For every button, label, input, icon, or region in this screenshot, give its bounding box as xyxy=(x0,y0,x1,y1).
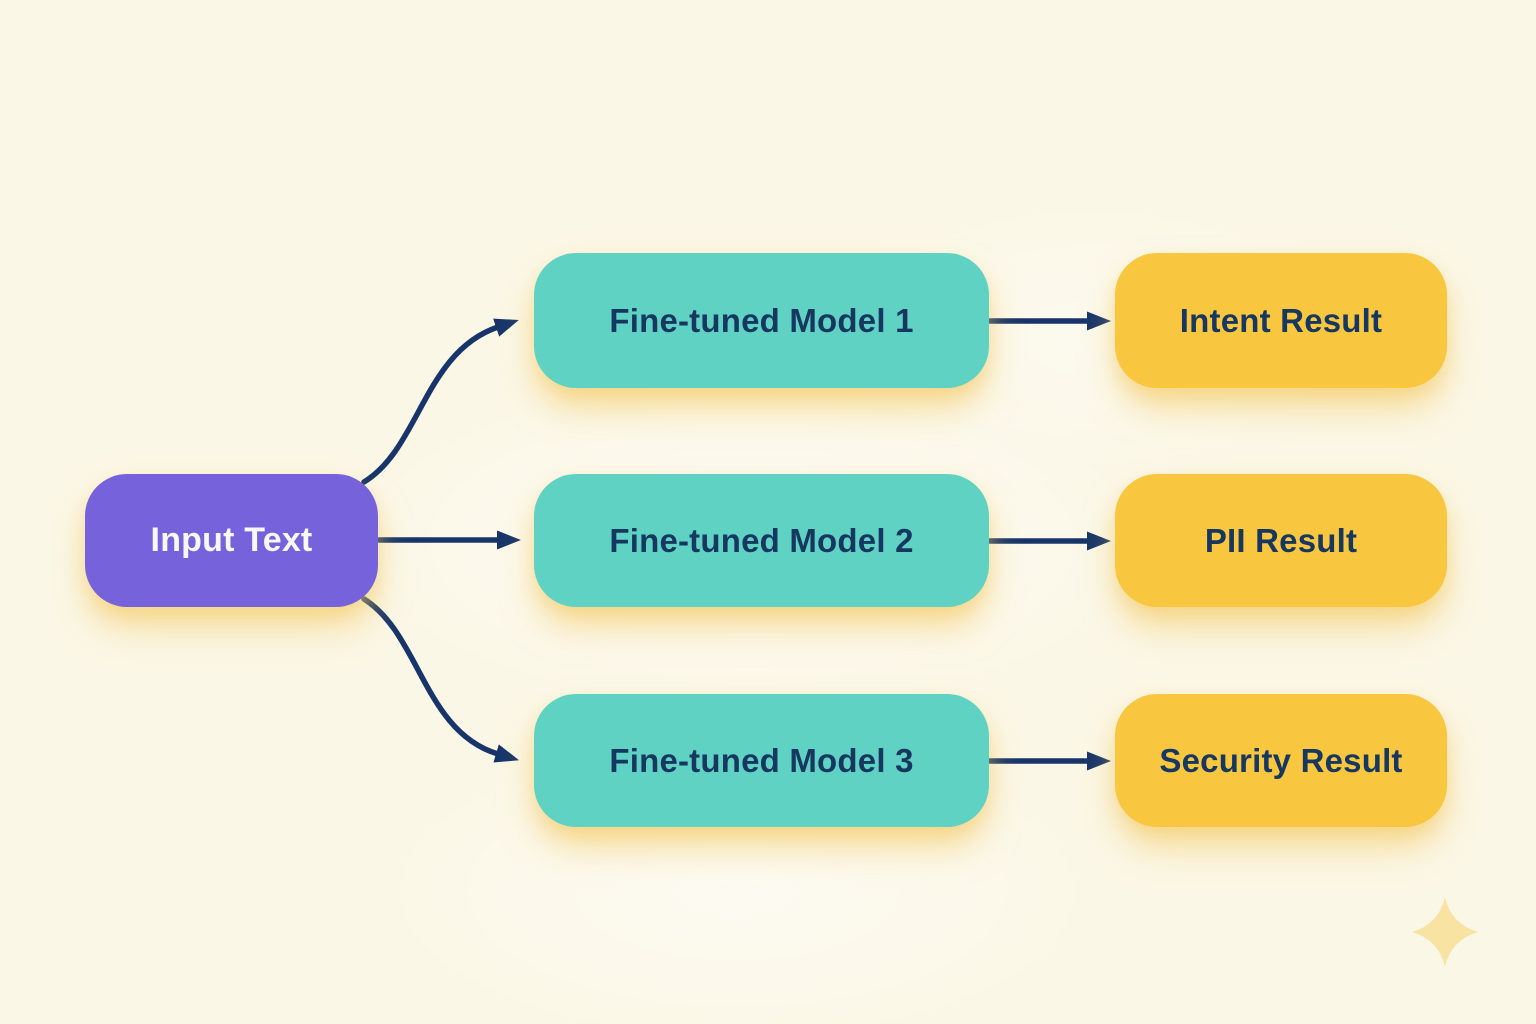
node-pii-result: PII Result xyxy=(1115,474,1447,607)
node-input-text-label: Input Text xyxy=(150,521,313,559)
node-intent-result: Intent Result xyxy=(1115,253,1447,388)
node-security-result-label: Security Result xyxy=(1159,741,1403,779)
node-security-result: Security Result xyxy=(1115,694,1447,827)
edge-input-to-model-3 xyxy=(361,596,520,763)
node-fine-tuned-model-2: Fine-tuned Model 2 xyxy=(534,474,989,607)
node-intent-result-label: Intent Result xyxy=(1179,301,1383,339)
node-fine-tuned-model-2-label: Fine-tuned Model 2 xyxy=(609,521,914,559)
node-pii-result-label: PII Result xyxy=(1204,521,1358,559)
node-input-text: Input Text xyxy=(85,474,378,607)
node-fine-tuned-model-3-label: Fine-tuned Model 3 xyxy=(609,741,914,779)
node-fine-tuned-model-3: Fine-tuned Model 3 xyxy=(534,694,989,827)
node-fine-tuned-model-1-label: Fine-tuned Model 1 xyxy=(609,301,914,339)
node-fine-tuned-model-1: Fine-tuned Model 1 xyxy=(534,253,989,388)
sparkle-icon xyxy=(1412,897,1478,967)
edge-input-to-model-1 xyxy=(361,318,519,485)
